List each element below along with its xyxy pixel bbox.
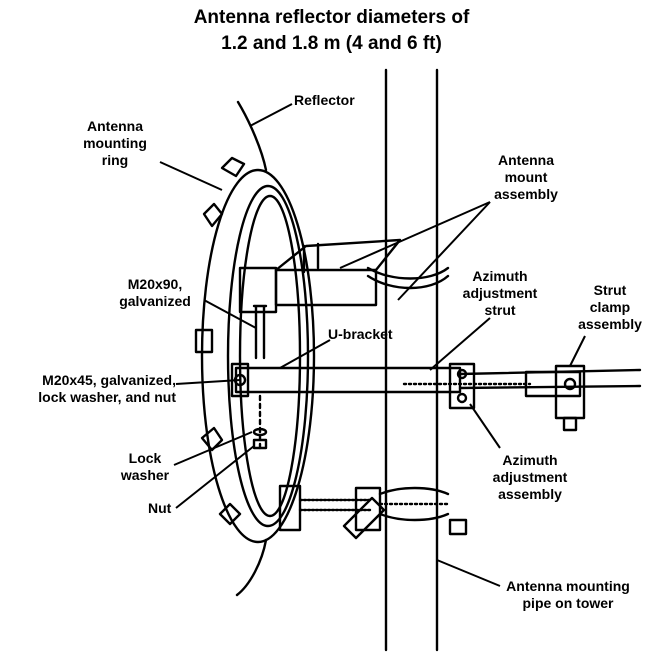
reflector-rim-bottom <box>235 538 268 597</box>
mount-side-plate <box>238 266 278 314</box>
mounting-ring-outer <box>200 168 316 544</box>
leader-mounting-ring <box>159 161 223 191</box>
mount-clamp-upper <box>366 266 450 280</box>
label-m20x45: M20x45, galvanized, lock washer, and nut <box>8 372 176 406</box>
azimuth-assembly-plate <box>448 362 476 410</box>
leader-azimuth-strut <box>429 317 491 371</box>
label-strut-clamp-line-3: assembly <box>578 316 642 332</box>
leader-azimuth-assembly <box>469 403 501 449</box>
mount-plate <box>302 242 320 274</box>
label-nut: Nut <box>148 500 172 516</box>
label-azimuth-strut-line-1: Azimuth <box>472 268 528 284</box>
m20x90-bolt <box>252 304 268 360</box>
label-m20x90: M20x90, galvanized <box>100 276 210 310</box>
label-azimuth-strut-line-3: strut <box>484 302 516 318</box>
diagram-title-line-1: Antenna reflector diameters of <box>193 7 470 28</box>
label-mounting-ring-line-2: mounting <box>83 135 147 151</box>
label-mount-assembly-line-3: assembly <box>494 186 558 202</box>
azimuth-bolt-2 <box>456 392 468 404</box>
label-lock-washer: Lock washer <box>110 450 180 484</box>
label-mount-assembly: Antenna mount assembly <box>476 152 576 203</box>
label-azimuth-assembly-line-3: assembly <box>498 486 562 502</box>
mount-upper-bracket <box>274 268 378 307</box>
strut-clamp-block <box>524 370 582 398</box>
label-azimuth-assembly: Azimuth adjustment assembly <box>480 452 580 503</box>
lower-clamp-band <box>378 486 450 496</box>
label-mounting-pipe-line-1: Antenna mounting <box>506 578 630 594</box>
leader-strut-clamp <box>569 335 586 367</box>
label-mounting-ring: Antenna mounting ring <box>70 118 160 169</box>
label-lock-washer-line-1: Lock <box>128 450 162 466</box>
u-bracket-bar <box>234 366 462 394</box>
leader-m20x45 <box>175 379 241 385</box>
leader-u-bracket <box>279 339 331 369</box>
diagram-title-line-2: 1.2 and 1.8 m (4 and 6 ft) <box>221 33 442 54</box>
label-m20x90-line-1: M20x90, <box>127 276 183 292</box>
label-azimuth-assembly-line-2: adjustment <box>492 469 568 485</box>
mounting-ring-face <box>226 184 310 528</box>
strut-clamp-plate <box>554 364 586 420</box>
label-mounting-pipe: Antenna mounting pipe on tower <box>498 578 638 612</box>
label-azimuth-strut-line-2: adjustment <box>462 285 538 301</box>
leader-reflector <box>249 103 293 127</box>
ring-tab-4 <box>200 426 224 452</box>
label-strut-clamp: Strut clamp assembly <box>570 282 650 333</box>
label-strut-clamp-line-1: Strut <box>593 282 627 298</box>
pipe-tab <box>448 518 468 536</box>
leader-nut <box>175 445 255 509</box>
ring-tab-2 <box>202 202 224 228</box>
ring-tab-1 <box>220 156 246 178</box>
strut-clamp-bolt <box>563 377 577 391</box>
lower-clamp-rod <box>298 498 372 512</box>
leader-mount-assembly-1 <box>339 201 491 269</box>
ring-tab-5 <box>218 502 242 526</box>
reflector-rim-top <box>236 100 268 172</box>
label-m20x45-line-1: M20x45, galvanized, <box>42 372 176 388</box>
ring-tab-3 <box>194 328 214 354</box>
label-m20x45-line-2: lock washer, and nut <box>38 389 176 405</box>
nut-shape <box>252 438 268 450</box>
label-reflector: Reflector <box>294 92 355 108</box>
label-lock-washer-line-2: washer <box>120 467 170 483</box>
label-strut-clamp-line-2: clamp <box>589 299 631 315</box>
lower-clamp-band-2 <box>378 512 450 522</box>
lower-clamp-wedge <box>342 496 386 540</box>
label-mount-assembly-line-1: Antenna <box>498 152 554 168</box>
label-mounting-ring-line-3: ring <box>101 152 129 168</box>
leader-mount-assembly-2 <box>397 201 491 301</box>
label-azimuth-strut: Azimuth adjustment strut <box>450 268 550 319</box>
leader-mounting-pipe <box>436 559 501 587</box>
label-u-bracket: U-bracket <box>328 326 393 342</box>
mounting-ring-inner <box>238 194 302 518</box>
leader-lock-washer <box>173 431 253 466</box>
lower-clamp-bracket <box>278 484 302 532</box>
u-bracket-end <box>230 362 250 398</box>
lower-clamp-plate <box>354 486 382 532</box>
leader-m20x90 <box>203 299 257 329</box>
mount-upper-top <box>274 238 402 272</box>
azimuth-bolt-1 <box>456 368 468 380</box>
label-mounting-ring-line-1: Antenna <box>87 118 143 134</box>
label-mounting-pipe-line-2: pipe on tower <box>522 595 614 611</box>
label-azimuth-assembly-line-1: Azimuth <box>502 452 558 468</box>
label-m20x90-line-2: galvanized <box>119 293 191 309</box>
lock-washer <box>252 427 268 437</box>
label-mount-assembly-line-2: mount <box>504 169 548 185</box>
strut-clamp-nut <box>562 416 578 432</box>
